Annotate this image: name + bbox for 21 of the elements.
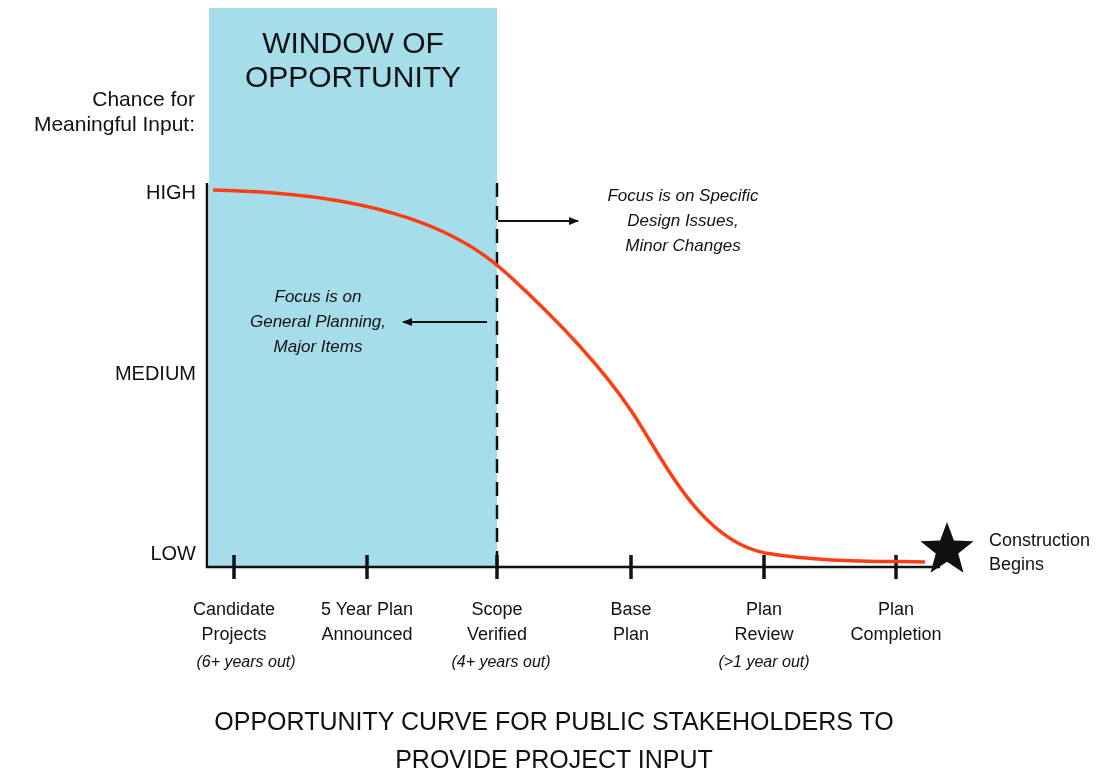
axis-level-label: LOW [149, 541, 196, 566]
milestone-label: Scope Verified [465, 598, 528, 646]
diagram-caption: OPPORTUNITY CURVE FOR PUBLIC STAKEHOLDERS TO PROVIDE PROJECT INPUT [214, 706, 894, 775]
milestone-label: Plan Review [733, 598, 795, 646]
timing-note: (>1 year out) [717, 652, 811, 672]
timing-note: (6+ years out) [195, 652, 297, 672]
milestone-label: Plan Completion [849, 598, 943, 646]
milestone-label: Candidate Projects [191, 598, 277, 646]
milestone-label: 5 Year Plan Announced [319, 598, 415, 646]
annotation-text: Focus is on Specific Design Issues, Minor Changes [588, 183, 778, 258]
annotation-text: Focus is on General Planning, Major Items [243, 284, 393, 359]
arrow [402, 318, 488, 326]
axis-level-label: HIGH [145, 180, 196, 205]
milestone-label: Base Plan [609, 598, 653, 646]
star-caption: Construction Begins [989, 529, 1092, 576]
axis-title: Chance for Meaningful Input: [32, 86, 195, 136]
axis-level-label: MEDIUM [113, 361, 196, 386]
band-heading: WINDOW OF OPPORTUNITY [243, 26, 463, 94]
highlight-band [209, 8, 497, 567]
arrow [497, 217, 579, 225]
timing-note: (4+ years out) [450, 652, 552, 672]
